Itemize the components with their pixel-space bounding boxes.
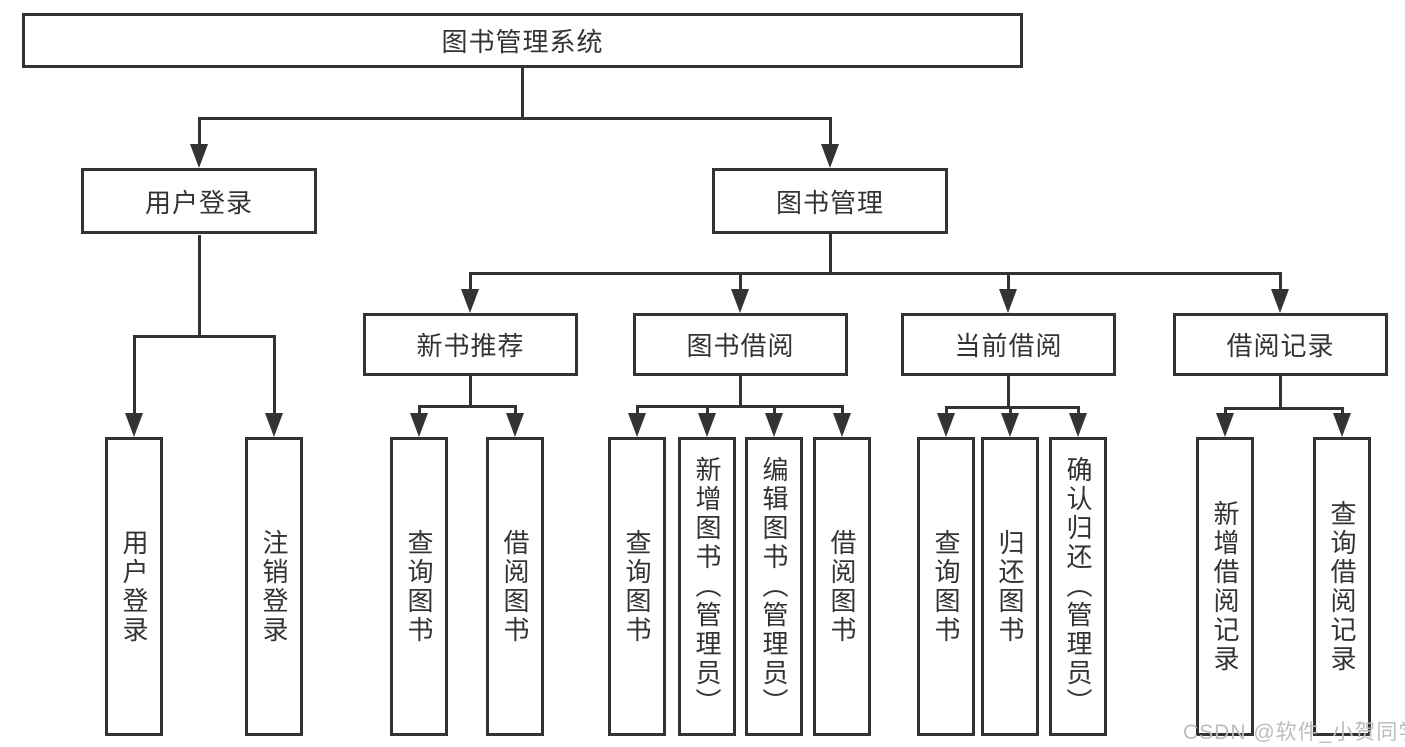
edge-line-vertical [828, 118, 832, 152]
edge-line-vertical [197, 235, 201, 336]
arrow-down-icon [999, 289, 1017, 313]
edge-line-horizontal [417, 404, 517, 408]
edge-line-horizontal [1223, 406, 1344, 410]
edge-line-vertical [272, 336, 276, 421]
arrow-down-icon [1216, 413, 1234, 437]
arrow-down-icon [506, 413, 524, 437]
arrow-down-icon [698, 413, 716, 437]
leaf-label: 注销登录 [259, 528, 289, 645]
arrow-down-icon [833, 413, 851, 437]
edge-line-vertical [197, 118, 201, 152]
node-label: 图书管理 [775, 187, 884, 218]
leaf-add-book-admin: 新增图书（管理员） [678, 437, 736, 736]
node-label: 图书借阅 [686, 331, 795, 361]
leaf-label: 查询借阅记录 [1327, 499, 1357, 674]
leaf-query-borrow-record: 查询借阅记录 [1313, 437, 1371, 736]
leaf-confirm-return-admin: 确认归还（管理员） [1049, 437, 1107, 736]
leaf-label: 新增借阅记录 [1210, 499, 1240, 674]
edge-line-vertical [1006, 273, 1010, 297]
arrow-down-icon [628, 413, 646, 437]
leaf-borrow-books: 借阅图书 [813, 437, 871, 736]
edge-line-vertical [1278, 376, 1282, 408]
leaf-add-borrow-record: 新增借阅记录 [1196, 437, 1254, 736]
leaf-label: 确认归还（管理员） [1063, 456, 1093, 717]
leaf-logout: 注销登录 [245, 437, 303, 736]
arrow-down-icon [461, 289, 479, 313]
leaf-label: 新增图书（管理员） [692, 456, 722, 717]
edge-line-vertical [520, 68, 524, 118]
leaf-label: 归还图书 [995, 528, 1025, 645]
leaf-label: 用户登录 [119, 528, 149, 645]
arrow-down-icon [1069, 413, 1087, 437]
node-new-book-recommend: 新书推荐 [363, 313, 578, 376]
node-current-borrowing: 当前借阅 [901, 313, 1116, 376]
leaf-borrow-books-recommend: 借阅图书 [486, 437, 544, 736]
leaf-query-books-current: 查询图书 [917, 437, 975, 736]
node-book-management: 图书管理 [712, 168, 948, 234]
arrow-down-icon [1271, 289, 1289, 313]
arrow-down-icon [190, 144, 208, 168]
leaf-label: 借阅图书 [500, 528, 530, 645]
arrow-down-icon [765, 413, 783, 437]
arrow-down-icon [1333, 413, 1351, 437]
edge-line-horizontal [468, 271, 1282, 275]
node-label: 当前借阅 [954, 331, 1063, 361]
leaf-label: 查询图书 [622, 528, 652, 645]
node-label: 图书管理系统 [441, 27, 604, 57]
edge-line-horizontal [197, 116, 832, 120]
node-label: 用户登录 [144, 187, 253, 218]
edge-line-vertical [738, 376, 742, 406]
leaf-edit-book-admin: 编辑图书（管理员） [745, 437, 803, 736]
edge-line-vertical [1278, 273, 1282, 297]
node-label: 借阅记录 [1226, 331, 1335, 361]
node-library-system: 图书管理系统 [22, 13, 1023, 68]
edge-line-vertical [828, 234, 832, 273]
node-book-borrowing: 图书借阅 [633, 313, 848, 376]
edge-line-vertical [738, 273, 742, 297]
leaf-label: 借阅图书 [827, 528, 857, 645]
arrow-down-icon [731, 289, 749, 313]
arrow-down-icon [821, 144, 839, 168]
edge-line-vertical [468, 376, 472, 406]
arrow-down-icon [410, 413, 428, 437]
node-label: 新书推荐 [416, 331, 525, 361]
edge-line-horizontal [132, 334, 276, 338]
edge-line-vertical [468, 273, 472, 297]
leaf-label: 查询图书 [404, 528, 434, 645]
edge-line-vertical [132, 336, 136, 421]
leaf-label: 编辑图书（管理员） [759, 456, 789, 717]
leaf-query-books-recommend: 查询图书 [390, 437, 448, 736]
arrow-down-icon [937, 413, 955, 437]
csdn-watermark: CSDN @软件_小贺同学 [1183, 721, 1405, 744]
edge-line-horizontal [944, 405, 1080, 409]
arrow-down-icon [265, 413, 283, 437]
leaf-query-books-borrowing: 查询图书 [608, 437, 666, 736]
arrow-down-icon [1001, 413, 1019, 437]
leaf-label: 查询图书 [931, 528, 961, 645]
leaf-user-login: 用户登录 [105, 437, 163, 736]
edge-line-vertical [1006, 376, 1010, 407]
leaf-return-book: 归还图书 [981, 437, 1039, 736]
arrow-down-icon [125, 413, 143, 437]
node-borrow-records: 借阅记录 [1173, 313, 1388, 376]
node-user-login: 用户登录 [81, 168, 317, 234]
edge-line-horizontal [635, 404, 844, 408]
